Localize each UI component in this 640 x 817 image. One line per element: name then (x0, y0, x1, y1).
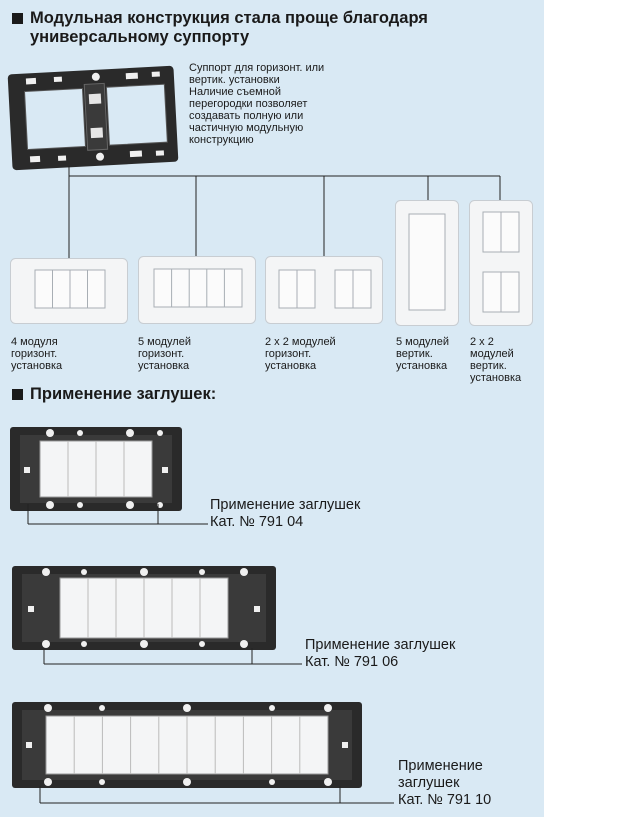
support-caption-line: вертик. установки (189, 74, 280, 86)
section-title-line-2: универсальному суппорту (30, 28, 250, 46)
universal-support-frame-image (7, 65, 179, 171)
bullet-square-icon (12, 389, 23, 400)
config-label-5-modules-horizontal: 5 модулей горизонт. установка (138, 336, 191, 372)
blank-label-791-10: Применение заглушек Кат. № 791 10 (398, 758, 491, 809)
support-caption-line: перегородки позволяет (189, 98, 308, 110)
blank-frame-791-06-image (12, 566, 276, 650)
support-caption-line: Суппорт для горизонт. или (189, 62, 325, 74)
section-title-modular: Модульная конструкция стала проще благод… (12, 9, 542, 47)
config-label-line: установка (470, 372, 522, 384)
config-label-line: установка (396, 360, 448, 372)
section-title-blanks: Применение заглушек: (12, 385, 412, 404)
config-label-line: 2 x 2 модулей (265, 336, 336, 348)
config-2x2-horizontal-image (265, 256, 383, 324)
section-title-line-1: Модульная конструкция стала проще благод… (30, 9, 428, 27)
catalog-page: Модульная конструкция стала проще благод… (0, 0, 544, 817)
blank-label-line: Применение заглушек (305, 637, 456, 653)
blank-791-06-callout-lines (43, 648, 302, 665)
blank-label-791-04: Применение заглушек Кат. № 791 04 (210, 497, 360, 531)
config-4-modules-horizontal-image (10, 258, 128, 324)
config-label-line: установка (138, 360, 190, 372)
blank-frame-791-10-image (12, 702, 362, 788)
support-caption-line: частичную модульную (189, 122, 304, 134)
blank-label-line: заглушек (398, 775, 460, 791)
support-caption: Суппорт для горизонт. или вертик. устано… (189, 62, 389, 146)
configuration-connector-lines (68, 166, 501, 258)
blank-label-line: Применение (398, 758, 483, 774)
config-label-line: горизонт. (11, 348, 58, 360)
blank-791-10-callout-lines (39, 786, 394, 804)
config-label-4-modules: 4 модуля горизонт. установка (11, 336, 62, 372)
config-label-line: установка (265, 360, 317, 372)
config-label-line: 5 модулей (396, 336, 449, 348)
config-2x2-vertical-image (469, 200, 533, 326)
config-label-line: горизонт. (265, 348, 312, 360)
config-label-line: вертик. (470, 360, 507, 372)
support-caption-line: создавать полную или (189, 110, 304, 122)
config-5-modules-horizontal-image (138, 256, 256, 324)
blank-label-791-06: Применение заглушек Кат. № 791 06 (305, 637, 455, 671)
blank-catalog-number: Кат. № 791 06 (305, 654, 399, 670)
blank-catalog-number: Кат. № 791 04 (210, 514, 304, 530)
config-5-modules-vertical-image (395, 200, 459, 326)
config-label-2x2-horizontal: 2 x 2 модулей горизонт. установка (265, 336, 336, 372)
config-label-line: модулей (470, 348, 514, 360)
config-label-5-modules-vertical: 5 модулей вертик. установка (396, 336, 449, 372)
config-label-line: 4 модуля (11, 336, 58, 348)
config-label-line: 2 x 2 (470, 336, 494, 348)
blank-label-line: Применение заглушек (210, 497, 361, 513)
bullet-square-icon (12, 13, 23, 24)
config-label-line: 5 модулей (138, 336, 191, 348)
section-title-blanks-text: Применение заглушек: (30, 385, 217, 403)
blank-frame-791-04-image (10, 427, 182, 511)
config-label-2x2-vertical: 2 x 2 модулей вертик. установка (470, 336, 521, 384)
config-label-line: вертик. (396, 348, 433, 360)
config-label-line: установка (11, 360, 63, 372)
blank-catalog-number: Кат. № 791 10 (398, 792, 492, 808)
support-caption-line: Наличие съемной (189, 86, 282, 98)
blank-791-04-callout-lines (27, 504, 208, 525)
config-label-line: горизонт. (138, 348, 185, 360)
support-caption-line: конструкцию (189, 134, 254, 146)
